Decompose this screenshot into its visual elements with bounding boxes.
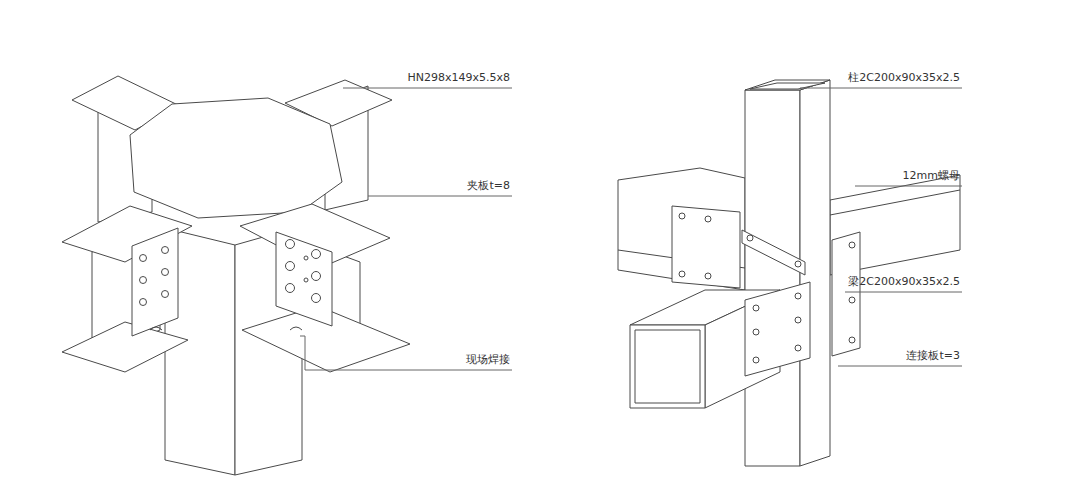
part-label: 梁2C200x90x35x2.5	[848, 275, 960, 289]
leader-line	[300, 336, 512, 370]
bolt-plate	[276, 232, 332, 326]
leader-line	[800, 88, 962, 89]
connection-plate	[832, 232, 860, 356]
leader-lines	[300, 88, 512, 370]
part-label: 12mm螺母	[903, 169, 960, 183]
beam	[618, 168, 745, 290]
bolt-plate	[132, 228, 178, 336]
part-label: 现场焊接	[466, 353, 510, 367]
part-label: HN298x149x5.5x8	[407, 71, 510, 85]
weld-mark	[290, 327, 302, 330]
bolts	[140, 247, 169, 306]
beam-flange	[62, 322, 188, 372]
c-section-joint	[618, 80, 960, 466]
bolts	[286, 240, 321, 303]
connection-plate	[745, 282, 810, 376]
clamp-plate	[130, 98, 342, 218]
leader-line	[855, 186, 962, 187]
weld-mark	[150, 327, 162, 330]
part-label: 柱2C200x90x35x2.5	[848, 71, 960, 85]
beam-end	[630, 325, 705, 408]
column	[745, 90, 800, 466]
bolts	[753, 293, 801, 363]
part-label: 夹板t=8	[467, 179, 510, 193]
connection-plate	[672, 206, 740, 288]
leader-line	[838, 366, 962, 367]
part-label: 连接板t=3	[906, 349, 960, 363]
bolts	[679, 213, 801, 279]
h-beam-joint	[62, 76, 410, 475]
beam-flange	[240, 204, 390, 268]
connection-plate	[742, 230, 805, 275]
leader-line	[343, 88, 512, 89]
leader-line	[368, 196, 512, 197]
leader-lines	[800, 88, 962, 366]
beam-opening	[635, 330, 700, 403]
leader-line	[845, 292, 962, 293]
